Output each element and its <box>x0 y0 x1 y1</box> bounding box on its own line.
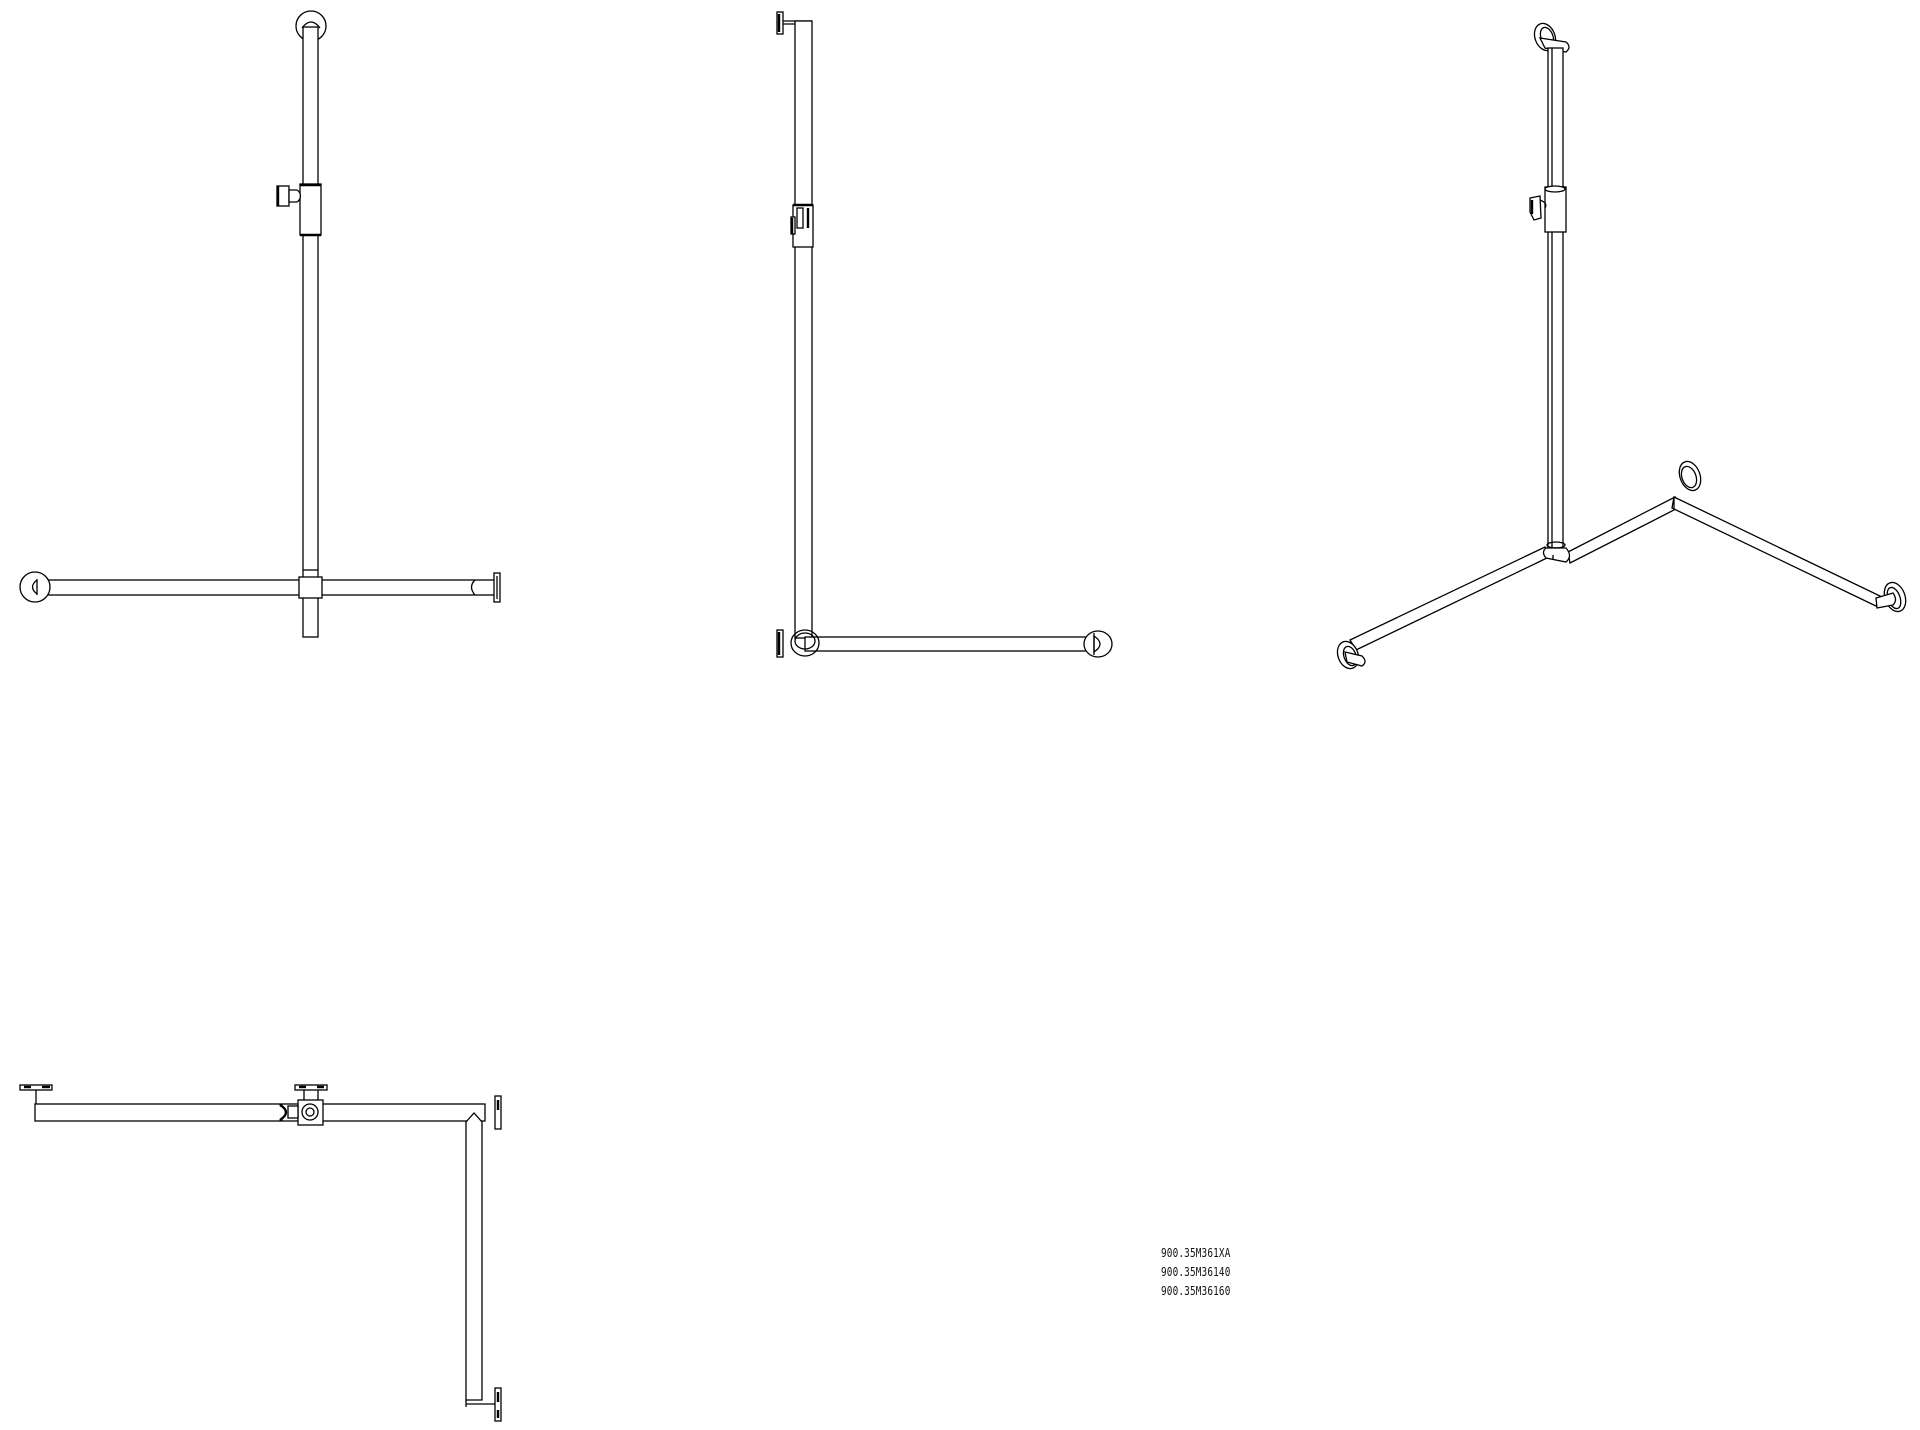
diagonal-bar-right <box>1671 496 1881 608</box>
wall-flange-icon <box>776 11 784 35</box>
part-number: 900.35M361XA <box>1161 1246 1231 1260</box>
sliding-shower-holder <box>279 1099 324 1126</box>
wall-rosette-icon <box>1336 640 1366 670</box>
vertical-bar <box>794 20 813 639</box>
wall-rosette-icon <box>1875 581 1907 613</box>
part-number: 900.35M36140 <box>1161 1265 1231 1279</box>
wall-rosette-icon <box>19 571 51 603</box>
sliding-shower-holder <box>790 203 814 248</box>
front-view <box>19 10 501 638</box>
part-number: 900.35M36160 <box>1161 1284 1231 1298</box>
isometric-view <box>1336 22 1907 670</box>
sliding-shower-holder <box>1529 185 1567 233</box>
plan-view <box>19 1084 502 1422</box>
vertical-bar <box>1547 47 1564 549</box>
vertical-bar <box>465 1112 483 1401</box>
wall-rosette-icon <box>1083 630 1113 658</box>
sliding-shower-holder <box>276 183 322 237</box>
t-joint <box>298 576 323 599</box>
part-number-list: 900.35M361XA 900.35M36140 900.35M36160 <box>1161 1244 1231 1301</box>
wall-flange-icon <box>470 572 501 603</box>
horizontal-bar <box>34 1103 486 1122</box>
wall-flange-icon <box>494 1387 502 1422</box>
vertical-bar <box>302 26 319 638</box>
diagonal-bar-left <box>1349 546 1550 651</box>
horizontal-bar <box>804 636 1096 652</box>
t-joint <box>1542 541 1571 563</box>
wall-flange-icon <box>494 1095 502 1130</box>
wall-flange-icon <box>776 629 784 658</box>
wall-rosette-icon <box>1678 460 1702 492</box>
diagonal-bar-back <box>1567 495 1676 564</box>
horizontal-bar <box>34 579 496 596</box>
side-view <box>776 11 1113 658</box>
